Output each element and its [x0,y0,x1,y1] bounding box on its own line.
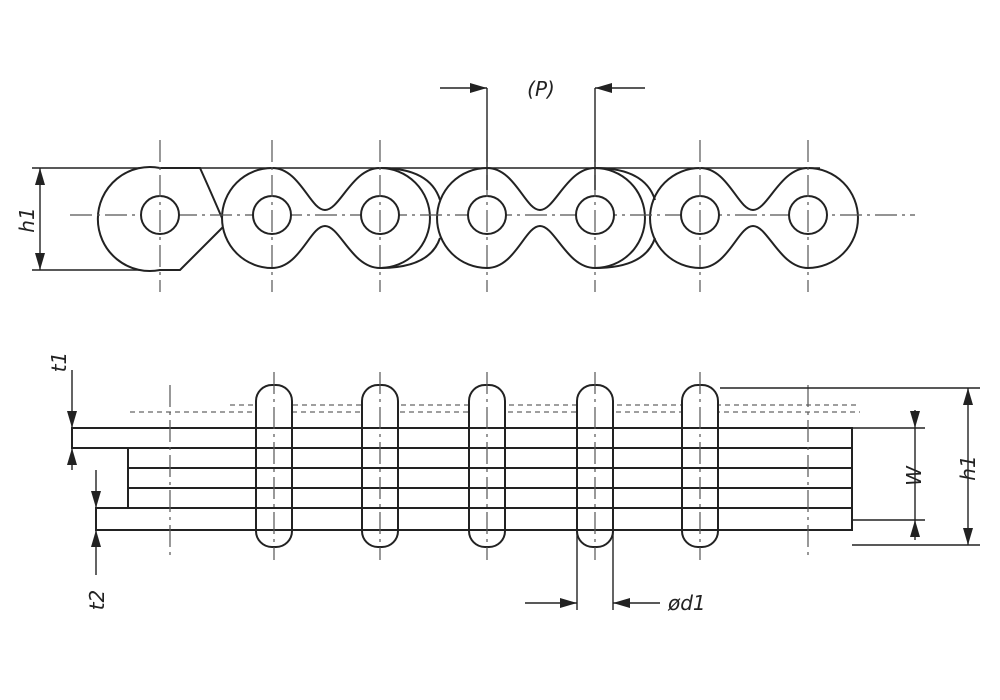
pitch-dimension [440,83,645,190]
plate-row-1 [71,427,853,449]
w-label: W [902,465,926,486]
t1-dimension [67,370,77,470]
side-pin-centerlines [169,372,809,560]
chain-top-view: (P) h1 [15,77,915,292]
w-dimension [852,410,925,540]
d1-label: ød1 [667,591,706,615]
t2-label: t2 [85,590,109,611]
connector-plate-a [379,167,441,269]
chain-side-view: t1 t2 W h1 [47,352,980,615]
h1-label-side: h1 [956,455,980,480]
h1-label-top: h1 [15,207,39,232]
plate-edges-over-pins [72,427,852,531]
d1-dimension [525,530,660,610]
connector-plate-b [594,167,656,269]
pin-holes [140,195,828,235]
pin-centerlines [159,140,809,292]
plate-stack [71,427,853,531]
pitch-label: (P) [527,77,555,101]
h1-dimension-top [35,168,45,270]
link-plate-4 [649,166,859,270]
t1-label: t1 [47,352,71,373]
t2-dimension [91,470,101,575]
h1-dimension-side [720,387,980,546]
